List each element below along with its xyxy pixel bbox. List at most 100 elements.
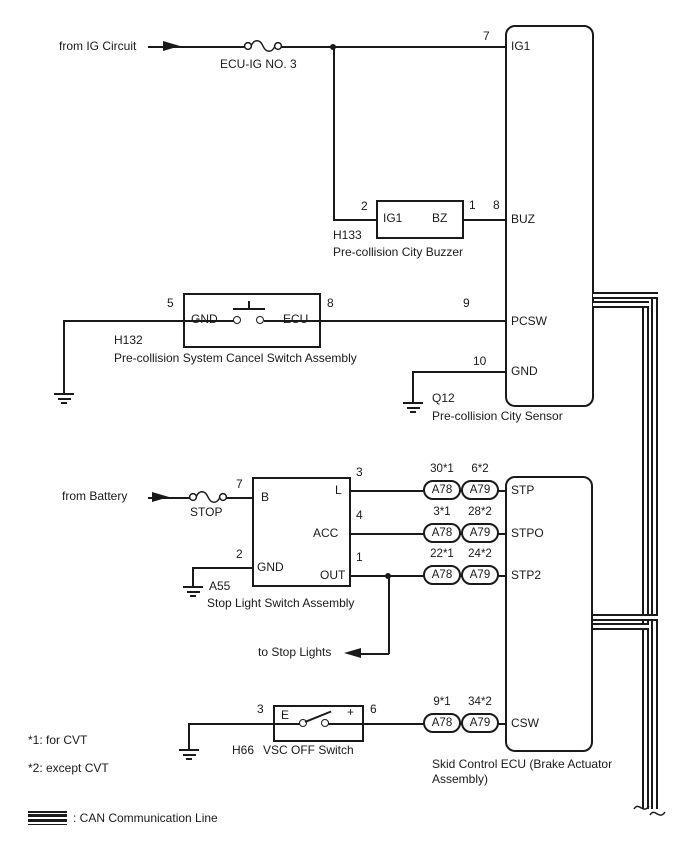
vsc-name: VSC OFF Switch <box>263 743 354 757</box>
push-switch-stem-icon <box>248 301 250 308</box>
battery-fuse-label: STOP <box>190 505 223 519</box>
wire <box>281 46 505 48</box>
cancel-terminal-gnd: GND <box>191 312 218 326</box>
sls-terminal-out: OUT <box>320 568 346 582</box>
pin-number: 1 <box>356 550 363 564</box>
connector-pin-number: 30*1 <box>430 463 454 475</box>
pin-number: 8 <box>493 198 500 212</box>
wire <box>333 219 377 221</box>
to-stop-lights-label: to Stop Lights <box>258 645 332 659</box>
buzzer-name: Pre-collision City Buzzer <box>333 245 464 259</box>
wire <box>188 723 273 725</box>
connector-pill: A78 <box>423 523 461 543</box>
ecu-terminal-stpo: STPO <box>511 526 544 540</box>
wire <box>192 567 252 569</box>
note-except-cvt: *2: except CVT <box>28 761 109 775</box>
ground-icon <box>402 395 424 413</box>
pin-number: 4 <box>356 508 363 522</box>
connector-pill: A78 <box>423 565 461 585</box>
sensor-terminal-buz: BUZ <box>511 212 535 226</box>
wire <box>275 723 301 725</box>
buzzer-terminal-right: BZ <box>432 211 448 225</box>
wire <box>63 320 65 386</box>
ground-icon <box>182 579 204 597</box>
sls-terminal-l: L <box>335 483 342 497</box>
pin-number: 2 <box>236 547 243 561</box>
switch-contact-icon <box>299 719 307 727</box>
vsc-terminal-e: E <box>281 708 290 722</box>
pin-number: 1 <box>469 198 476 212</box>
sensor-code: Q12 <box>432 391 455 405</box>
sensor-box <box>505 25 594 407</box>
connector-pill: A78 <box>423 480 461 500</box>
pin-number: 6 <box>370 702 377 716</box>
wire <box>185 320 235 322</box>
ground-icon <box>178 742 200 760</box>
vsc-code: H66 <box>232 743 255 757</box>
pin-number: 8 <box>327 296 334 310</box>
sensor-terminal-gnd: GND <box>511 364 538 378</box>
connector-pill: A79 <box>461 565 499 585</box>
ecu-terminal-csw: CSW <box>511 716 539 730</box>
wire <box>333 46 335 220</box>
wire <box>462 219 505 221</box>
can-legend-label: : CAN Communication Line <box>73 811 218 825</box>
ecu-terminal-stp2: STP2 <box>511 568 542 582</box>
connector-pin-number: 9*1 <box>433 696 451 708</box>
stop-light-switch-box <box>252 477 351 587</box>
sls-name: Stop Light Switch Assembly <box>207 596 355 610</box>
cancel-terminal-ecu: ECU <box>283 312 309 326</box>
wire <box>388 575 390 654</box>
connector-pin-number: 3*1 <box>433 506 451 518</box>
wire <box>148 46 245 48</box>
wire <box>226 497 253 499</box>
note-cvt: *1: for CVT <box>28 733 88 747</box>
wire <box>264 320 319 322</box>
can-line <box>593 623 649 630</box>
skid-ecu-box <box>505 476 593 752</box>
vsc-terminal-plus: + <box>347 705 355 719</box>
connector-pin-number: 22*1 <box>430 548 454 560</box>
fuse-icon <box>243 40 283 52</box>
connector-pin-number: 6*2 <box>471 463 489 475</box>
sensor-terminal-pcsw: PCSW <box>511 314 547 328</box>
ground-icon <box>53 386 75 404</box>
buzzer-terminal-left: IG1 <box>383 211 403 225</box>
wire <box>357 653 389 655</box>
pin-number: 7 <box>483 29 490 43</box>
can-line-legend-icon <box>28 811 67 825</box>
can-line <box>593 292 658 299</box>
connector-pin-number: 24*2 <box>468 548 492 560</box>
ecu-terminal-stp: STP <box>511 483 535 497</box>
can-line <box>593 301 649 308</box>
sensor-name: Pre-collision City Sensor <box>432 409 563 423</box>
pin-number: 10 <box>473 354 487 368</box>
wire <box>63 320 183 322</box>
connector-pin-number: 34*2 <box>468 696 492 708</box>
pin-number: 9 <box>463 296 470 310</box>
pin-number: 3 <box>356 465 363 479</box>
cancel-switch-code: H132 <box>114 333 143 347</box>
fuse-icon <box>188 491 228 503</box>
wire <box>319 320 505 322</box>
connector-pill: A79 <box>461 523 499 543</box>
sls-code: A55 <box>209 579 231 593</box>
cancel-switch-name: Pre-collision System Cancel Switch Assem… <box>114 351 357 365</box>
switch-contact-icon <box>233 316 241 324</box>
ig-fuse-label: ECU-IG NO. 3 <box>220 57 297 71</box>
from-ig-label: from IG Circuit <box>59 39 137 53</box>
connector-pin-number: 28*2 <box>468 506 492 518</box>
wire <box>148 497 190 499</box>
line-break-icon <box>633 805 666 816</box>
connector-pill: A78 <box>423 713 461 733</box>
can-line <box>642 301 649 809</box>
pin-number: 5 <box>167 296 174 310</box>
push-switch-bar-icon <box>233 308 265 310</box>
wire <box>327 723 362 725</box>
wire <box>412 371 505 373</box>
can-line <box>651 292 658 809</box>
pin-number: 7 <box>236 477 243 491</box>
skid-ecu-name-line1: Skid Control ECU (Brake Actuator <box>432 757 613 771</box>
connector-pill: A79 <box>461 480 499 500</box>
